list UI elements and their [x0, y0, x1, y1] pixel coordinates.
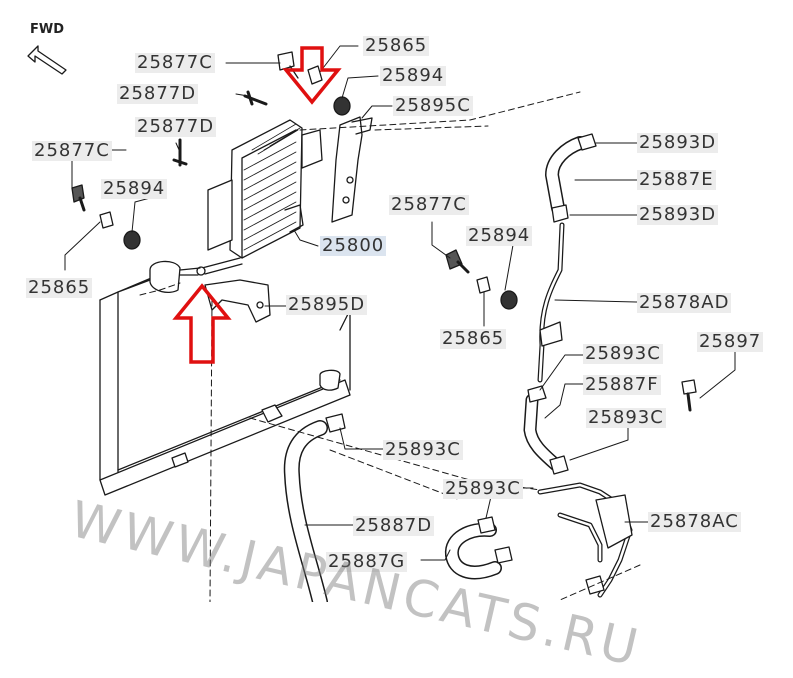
part-label-25865-top[interactable]: 25865: [363, 35, 430, 56]
oil-cooler: [179, 119, 323, 276]
hose-25887g: [444, 522, 502, 580]
radiator: [99, 260, 351, 496]
part-label-25887g[interactable]: 25887G: [326, 551, 408, 572]
bolt-25877c-mid-icon: [445, 249, 470, 274]
part-label-25893c-a[interactable]: 25893C: [583, 343, 663, 364]
bolt-25877c-left-icon: [71, 184, 86, 212]
part-label-25865-mid[interactable]: 25865: [440, 328, 507, 349]
part-label-25877c-top[interactable]: 25877C: [135, 52, 215, 73]
hose-25887d: [283, 420, 328, 602]
part-label-25895c[interactable]: 25895C: [393, 95, 473, 116]
nut-25865-top-icon: [307, 65, 323, 85]
bolt-25877d-b-icon: [172, 138, 188, 167]
nut-25865-mid-icon: [476, 276, 491, 294]
part-label-25865-left[interactable]: 25865: [26, 277, 93, 298]
part-label-25893c-d[interactable]: 25893C: [443, 478, 523, 499]
clamp-25893c-c-icon: [325, 413, 346, 433]
hose-25887f: [523, 393, 563, 472]
part-label-25893c-b[interactable]: 25893C: [586, 407, 666, 428]
parts-diagram: [27, 45, 736, 602]
fwd-label: FWD: [30, 22, 65, 37]
bolt-25877d-a-icon: [243, 90, 268, 106]
grommet-25894-left-icon: [123, 230, 141, 250]
part-label-25895d[interactable]: 25895D: [286, 294, 368, 315]
part-label-25893c-c[interactable]: 25893C: [383, 439, 463, 460]
part-label-25894-mid[interactable]: 25894: [466, 225, 533, 246]
highlight-arrow-up-icon: [172, 283, 232, 364]
part-label-25893d-a[interactable]: 25893D: [637, 132, 719, 153]
clamp-25893d-b-icon: [551, 204, 569, 223]
bolt-25877c-top-icon: [277, 51, 299, 79]
bracket-25895d: [204, 279, 271, 323]
part-label-25878ad[interactable]: 25878AD: [637, 292, 732, 313]
clamp-25893c-b-icon: [549, 455, 569, 475]
part-label-25887f[interactable]: 25887F: [583, 374, 661, 395]
part-label-25893d-b[interactable]: 25893D: [637, 204, 719, 225]
pipe-25878ad: [537, 222, 565, 383]
grommet-25894-mid-icon: [500, 290, 518, 310]
fwd-arrow-icon: [27, 45, 67, 75]
bracket-25895c: [331, 116, 373, 223]
grommet-25894-top-icon: [333, 96, 351, 116]
part-label-25877c-mid[interactable]: 25877C: [389, 194, 469, 215]
clamp-25893c-a-icon: [527, 385, 547, 403]
part-label-25877d-a[interactable]: 25877D: [117, 83, 199, 104]
part-label-25877c-left[interactable]: 25877C: [32, 140, 112, 161]
part-label-25894-left[interactable]: 25894: [101, 178, 168, 199]
part-label-25887d[interactable]: 25887D: [353, 515, 435, 536]
part-label-25897[interactable]: 25897: [697, 331, 764, 352]
highlight-arrow-down-icon: [282, 46, 342, 105]
part-label-25800[interactable]: 25800: [320, 235, 387, 256]
clamp-25893d-a-icon: [577, 133, 597, 151]
part-label-25894-top[interactable]: 25894: [380, 65, 447, 86]
part-label-25887e[interactable]: 25887E: [637, 169, 716, 190]
nut-25865-left-icon: [99, 211, 114, 229]
hose-25887e: [545, 136, 587, 215]
clamp-25893c-d-icon: [477, 516, 513, 564]
part-label-25877d-b[interactable]: 25877D: [135, 116, 217, 137]
bolt-25897-icon: [681, 379, 697, 412]
pipe-25878ac: [537, 482, 633, 598]
part-label-25878ac[interactable]: 25878AC: [648, 511, 741, 532]
